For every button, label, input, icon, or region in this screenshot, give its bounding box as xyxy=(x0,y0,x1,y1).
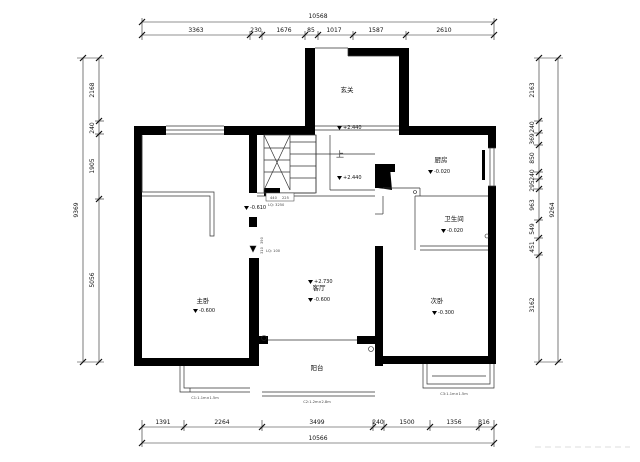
window-tag-left: C1:1.1m×1.5m xyxy=(191,396,219,400)
right-dim-8: 549 xyxy=(529,223,536,235)
left-dim-1: 2168 xyxy=(89,82,96,97)
right-dim-10: 3162 xyxy=(529,297,536,312)
right-dim-4: 850 xyxy=(529,152,536,164)
bottom-dim-6: 1356 xyxy=(446,419,461,426)
elev-master-bedroom: -0.600 xyxy=(199,308,215,314)
bottom-dim-7: 316 xyxy=(478,419,490,426)
room-bathroom: 卫生间 xyxy=(444,214,464,223)
top-dim-3: 1676 xyxy=(276,27,291,34)
elev-second-bedroom: -0.300 xyxy=(438,310,454,316)
right-dim-7: 963 xyxy=(529,199,536,211)
beam-tag-box xyxy=(265,192,295,202)
right-dim-6: 295 xyxy=(529,180,536,192)
right-dim-1: 2163 xyxy=(529,82,536,97)
kitchen-counter xyxy=(376,168,392,190)
top-dim-4: 85 xyxy=(307,27,315,34)
elev-stair-landing: +2.440 xyxy=(343,175,362,181)
left-dim-3: 1905 xyxy=(89,158,96,173)
right-dim-9: 451 xyxy=(529,241,536,253)
room-second-bedroom: 次卧 xyxy=(431,296,445,305)
room-balcony: 阳台 xyxy=(311,363,324,372)
elev-kitchen: -0.020 xyxy=(434,169,450,175)
elev-entrance-top: +2.440 xyxy=(343,125,362,131)
room-master-bedroom: 主卧 xyxy=(197,296,211,305)
top-dim-6: 1587 xyxy=(368,27,383,34)
bottom-dim-1: 1391 xyxy=(155,419,170,426)
column-label-2: 310 xyxy=(260,246,264,254)
window-tag-right: C3:1.1m×1.5m xyxy=(440,392,468,396)
partition-lines xyxy=(141,47,496,397)
room-living: 客厅 xyxy=(313,283,327,292)
elevation-markers xyxy=(193,126,446,315)
beam-label: 440 xyxy=(270,196,278,200)
right-overall-dimension: 9264 xyxy=(549,202,556,217)
bottom-dimension-ticks xyxy=(138,423,498,447)
small-note-1: LQ: 3250 xyxy=(268,203,285,207)
right-dimension-ticks xyxy=(535,54,562,366)
bottom-dim-3: 3499 xyxy=(309,419,324,426)
structural-walls xyxy=(134,48,496,366)
top-dim-7: 2610 xyxy=(436,27,451,34)
beam-label-2: 225 xyxy=(282,196,289,200)
stair-up-label: 上 xyxy=(336,150,344,159)
bottom-dim-5: 1500 xyxy=(399,419,414,426)
left-dimensions xyxy=(77,57,104,363)
small-note-2: LQ: 100 xyxy=(266,249,281,253)
bottom-dim-4: 240 xyxy=(372,419,384,426)
left-dim-2: 240 xyxy=(89,122,96,134)
top-overall-dimension: 10568 xyxy=(308,13,327,20)
right-dim-3: 369 xyxy=(529,133,536,145)
room-entrance: 玄关 xyxy=(341,85,355,94)
elev-corridor-left: -0.610 xyxy=(250,205,266,211)
elev-living: -0.600 xyxy=(314,297,330,303)
bottom-dim-2: 2264 xyxy=(214,419,229,426)
fixtures xyxy=(249,190,490,352)
right-dim-5: 240 xyxy=(529,169,536,181)
top-dimension-ticks xyxy=(138,18,498,39)
left-overall-dimension: 9369 xyxy=(73,202,80,217)
left-dimension-ticks xyxy=(79,54,103,366)
room-kitchen: 厨房 xyxy=(435,155,448,164)
bottom-overall-dimension: 10566 xyxy=(308,435,327,442)
top-dim-2: 230 xyxy=(250,27,262,34)
elev-living-top: +2.730 xyxy=(314,279,333,285)
elev-bathroom: -0.020 xyxy=(447,228,463,234)
column-label: 390 xyxy=(260,236,264,244)
top-dim-5: 1017 xyxy=(326,27,341,34)
right-dim-2: 240 xyxy=(529,121,536,133)
window-tag-middle: C2:1.2m×2.8m xyxy=(303,400,331,404)
left-dim-4: 5056 xyxy=(89,272,96,287)
top-dim-1: 3363 xyxy=(188,27,203,34)
